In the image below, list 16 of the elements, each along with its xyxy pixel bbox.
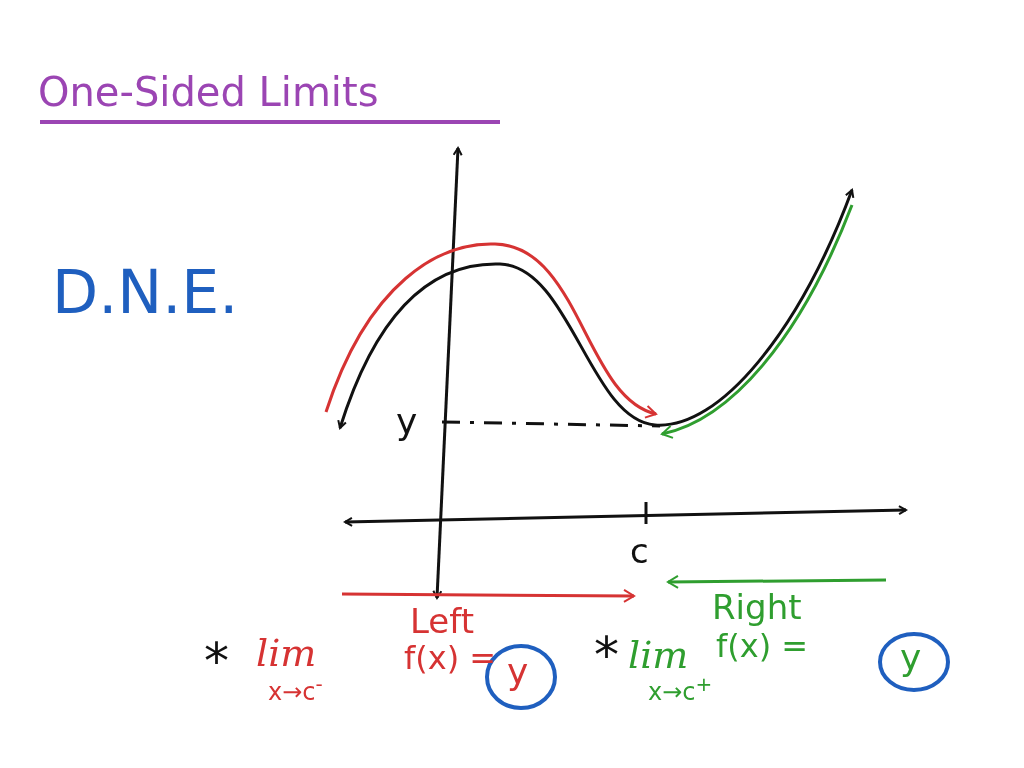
limit-value: y: [507, 654, 529, 690]
asterisk: *: [594, 630, 619, 680]
axis-label: c: [630, 534, 649, 568]
limit-value: y: [900, 640, 922, 676]
note: D.N.E.: [52, 262, 239, 322]
title: One-Sided Limits: [38, 72, 379, 112]
function-expression: f(x) =: [404, 642, 497, 674]
function-expression: f(x) =: [716, 630, 809, 662]
direction-label: Right: [712, 590, 802, 624]
axis-label: y: [396, 404, 418, 440]
direction-label: Left: [410, 604, 474, 638]
limit-subscript: x→c$^{+}$: [648, 674, 713, 704]
limit-symbol: lim: [256, 634, 317, 672]
asterisk: *: [204, 636, 229, 686]
limit-subscript: x→c$^{-}$: [268, 674, 323, 704]
limit-symbol: lim: [628, 636, 689, 674]
